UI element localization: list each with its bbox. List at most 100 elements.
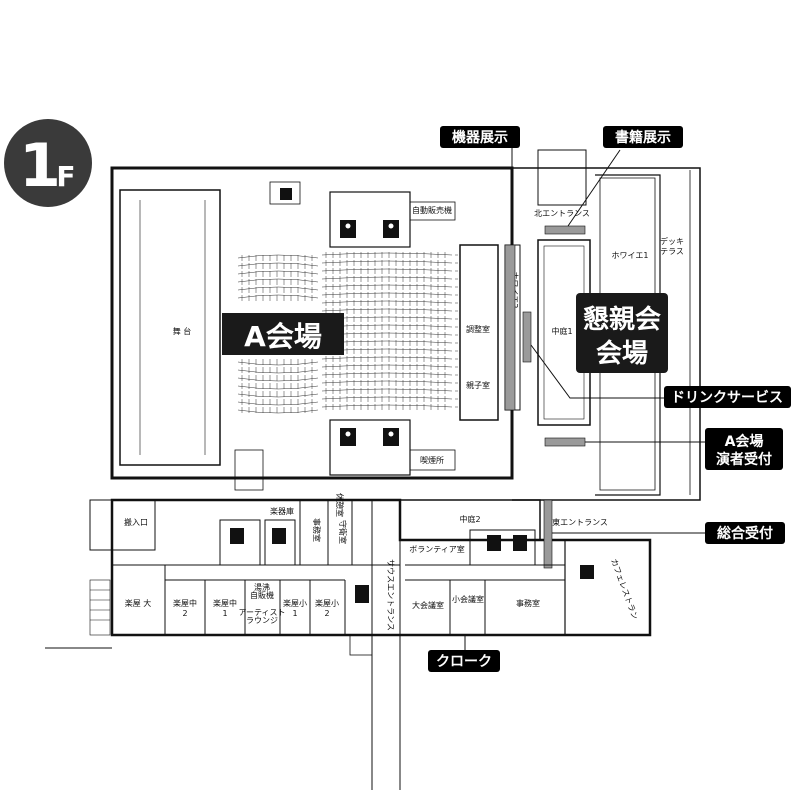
loading-box [89, 499, 156, 551]
seat-row [321, 388, 453, 392]
callout-drink: ドリンクサービス [664, 386, 791, 408]
venue-hall-a-label: A会場 [244, 320, 322, 353]
seat-row [321, 300, 453, 304]
south-corridor [371, 500, 401, 790]
seat-row [237, 409, 319, 414]
room-dress-small1-a: 楽屋小 [283, 598, 307, 608]
seat-row [321, 252, 453, 256]
room-loading: 搬入口 [124, 517, 148, 527]
equipment-booth [504, 244, 516, 411]
room-guard: 守衛室 [338, 520, 348, 544]
callout-leaders [464, 146, 705, 652]
seat-row [237, 278, 319, 283]
room-north-entrance: 北エントランス [534, 209, 590, 218]
performer-booth [544, 437, 586, 447]
restroom-icon [340, 220, 356, 238]
room-dress-small2-b: 2 [324, 609, 329, 618]
seat-row [321, 364, 453, 368]
auditorium-seating [237, 252, 458, 414]
room-south-entrance: サウスエントランス [386, 559, 395, 631]
callout-equipment-label: 機器展示 [452, 129, 508, 146]
seat-row [237, 401, 319, 406]
callout-cloak-label: クローク [436, 654, 492, 670]
callout-performer: A会場 演者受付 [705, 428, 783, 470]
callout-reception: 総合受付 [705, 522, 785, 544]
restroom-icon [383, 220, 399, 238]
callout-books: 書籍展示 [603, 126, 683, 148]
callout-books-label: 書籍展示 [615, 129, 671, 146]
books-booth [544, 225, 586, 235]
room-smoking: 喫煙所 [420, 455, 444, 465]
seat-row [321, 372, 453, 376]
venue-social: 懇親会 会場 [576, 293, 668, 373]
drink-booth [522, 311, 532, 363]
room-vending-mid-a: 湯沸 [254, 582, 270, 592]
outer-wall-east [512, 167, 701, 501]
room-artist-b: ラウンジ [246, 616, 278, 625]
seat-row [321, 396, 453, 400]
seat-row [237, 286, 319, 291]
room-cafe: カフェレストラン [609, 558, 639, 621]
seat-row [321, 268, 453, 272]
room-vending-top: 自動販売機 [412, 205, 452, 215]
restroom-icons-top [280, 188, 399, 446]
top-service-block [234, 181, 499, 491]
seat-row [237, 294, 319, 299]
accessible-icon [280, 188, 292, 200]
venue-social-line2: 会場 [596, 339, 648, 369]
seat-row [237, 270, 319, 275]
seat-row [237, 361, 319, 366]
cafe-box [564, 539, 651, 636]
outer-wall-main [110, 166, 514, 480]
venue-hall-a: A会場 [222, 313, 344, 355]
room-volunteer: ボランティア室 [409, 544, 465, 554]
room-office: 事務室 [516, 598, 540, 608]
foyer1-inner [599, 177, 656, 491]
room-artist-a: アーティスト [238, 608, 285, 617]
booths [504, 225, 586, 569]
callout-drink-label: ドリンクサービス [671, 390, 783, 406]
room-foyer1: ホワイエ1 [611, 251, 648, 260]
room-courtyard1: 中庭1 [551, 326, 572, 336]
room-music-storage: 楽器庫 [270, 506, 294, 516]
seat-row [321, 356, 453, 360]
seat-row [321, 404, 453, 408]
room-small-meeting: 小会議室 [452, 594, 484, 604]
room-dress-mid1-a: 楽屋中 [213, 598, 237, 608]
seat-row [321, 308, 453, 312]
elevator-icon [355, 585, 369, 603]
room-hostess: 親子室 [466, 380, 490, 390]
floor-badge-circle [4, 119, 92, 207]
reception-booth [543, 499, 553, 569]
seat-row [237, 393, 319, 398]
callout-performer-line2: 演者受付 [716, 451, 772, 468]
room-dress-mid1-b: 1 [222, 609, 227, 618]
floor-number: 1 [19, 131, 61, 201]
room-control: 調整室 [466, 324, 490, 334]
room-east-entrance: 東エントランス [552, 517, 608, 527]
venue-social-line1: 懇親会 [583, 305, 661, 335]
seat-row [321, 284, 453, 288]
room-stage: 舞 台 [173, 326, 192, 336]
seat-row [237, 262, 319, 267]
seat-row [321, 380, 453, 384]
south-door [349, 634, 373, 656]
callout-cloak: クローク [428, 650, 500, 672]
room-deck-1: デッキ [660, 236, 684, 246]
seat-row [321, 292, 453, 296]
restroom-icons-lower [230, 528, 594, 603]
room-dress-small1-b: 1 [292, 609, 297, 618]
floor-suffix: F [56, 160, 75, 193]
callout-equipment: 機器展示 [440, 126, 520, 148]
room-dress-mid2-a: 楽屋中 [173, 598, 197, 608]
restroom-icon [272, 528, 286, 544]
seat-row [321, 276, 453, 280]
floor-badge: 1 F [4, 119, 92, 207]
restroom-icon [513, 535, 527, 551]
seat-row [237, 369, 319, 374]
room-dress-mid2-b: 2 [182, 609, 187, 618]
restroom-icon [487, 535, 501, 551]
stage-box [119, 189, 221, 466]
restroom-icon [340, 428, 356, 446]
